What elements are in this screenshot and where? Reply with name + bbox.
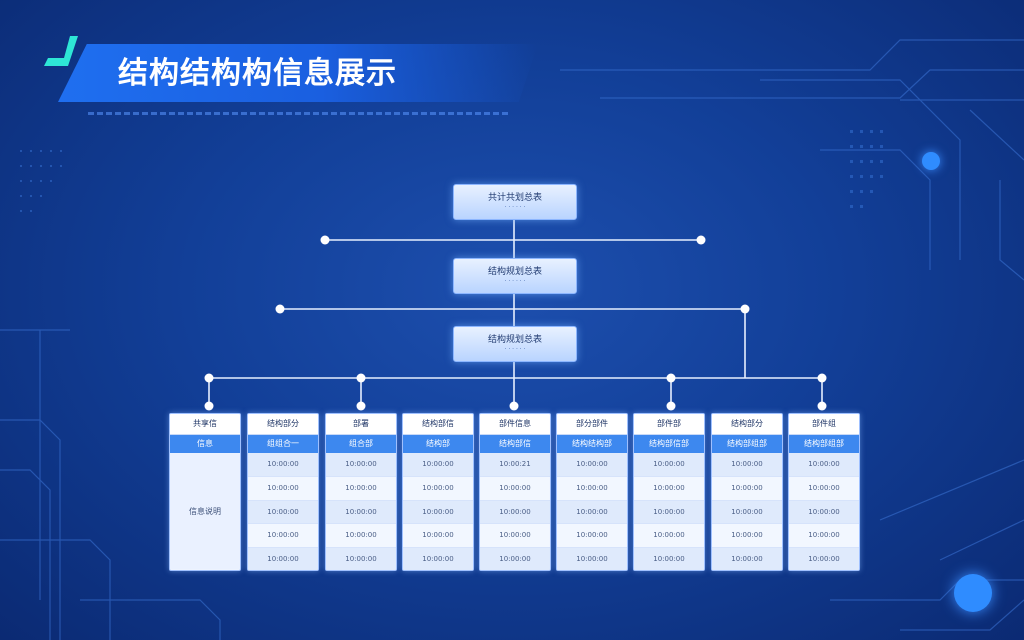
column-row: 10:00:00 xyxy=(326,476,396,501)
decor-dot-bottom-right xyxy=(954,574,992,612)
column-row: 10:00:00 xyxy=(326,548,396,570)
column-subheader: 组组合一 xyxy=(248,435,318,453)
info-column-3[interactable]: 结构部信 结构部 10:00:00 10:00:00 10:00:00 10:0… xyxy=(402,413,474,571)
column-row: 10:00:00 xyxy=(634,524,704,549)
column-row: 10:00:00 xyxy=(789,548,859,570)
column-row: 10:00:00 xyxy=(557,453,627,477)
title-accent-icon xyxy=(44,36,78,66)
info-column-4[interactable]: 部件信息 结构部信 10:00:21 10:00:00 10:00:00 10:… xyxy=(479,413,551,571)
hierarchy-node-level-2[interactable]: 结构规划总表 · · · · · · xyxy=(453,258,577,294)
connector-dot xyxy=(356,401,366,411)
column-row: 10:00:00 xyxy=(248,524,318,549)
info-column-6[interactable]: 部件部 结构部信部 10:00:00 10:00:00 10:00:00 10:… xyxy=(633,413,705,571)
column-row: 10:00:00 xyxy=(712,524,782,549)
connector-dot xyxy=(817,401,827,411)
column-row: 10:00:00 xyxy=(634,453,704,477)
column-header: 部件部 xyxy=(634,414,704,435)
column-row: 10:00:00 xyxy=(712,476,782,501)
column-row: 10:00:00 xyxy=(634,476,704,501)
column-header: 部件信息 xyxy=(480,414,550,435)
column-subheader: 结构结构部 xyxy=(557,435,627,453)
column-header: 部署 xyxy=(326,414,396,435)
node-subtitle: · · · · · · xyxy=(504,203,526,211)
node-title: 共计共划总表 xyxy=(487,192,542,203)
column-row: 10:00:00 xyxy=(403,500,473,525)
connector-dot xyxy=(275,304,285,314)
connector-dot xyxy=(204,401,214,411)
column-row: 10:00:00 xyxy=(480,524,550,549)
column-header: 结构部分 xyxy=(712,414,782,435)
title-underline xyxy=(88,112,508,115)
column-row: 10:00:00 xyxy=(403,476,473,501)
column-row: 10:00:00 xyxy=(557,524,627,549)
column-row: 10:00:21 xyxy=(480,453,550,477)
column-header: 结构部信 xyxy=(403,414,473,435)
column-row: 10:00:00 xyxy=(403,548,473,570)
connector-dot xyxy=(696,235,706,245)
node-title: 结构规划总表 xyxy=(487,334,542,345)
column-row: 10:00:00 xyxy=(712,453,782,477)
column-row: 10:00:00 xyxy=(557,548,627,570)
connector-dot xyxy=(740,304,750,314)
info-column-8[interactable]: 部件组 结构部组部 10:00:00 10:00:00 10:00:00 10:… xyxy=(788,413,860,571)
node-subtitle: · · · · · · xyxy=(504,345,526,353)
column-header: 部件组 xyxy=(789,414,859,435)
column-subheader: 结构部信 xyxy=(480,435,550,453)
column-row: 10:00:00 xyxy=(248,476,318,501)
column-subheader: 结构部组部 xyxy=(789,435,859,453)
connector-dot xyxy=(204,373,214,383)
column-row: 10:00:00 xyxy=(248,500,318,525)
connector-dot xyxy=(320,235,330,245)
info-column-1[interactable]: 结构部分 组组合一 10:00:00 10:00:00 10:00:00 10:… xyxy=(247,413,319,571)
page-title: 结构结构构信息展示 xyxy=(118,56,397,91)
column-header: 共享信 xyxy=(170,414,240,435)
column-subheader: 结构部 xyxy=(403,435,473,453)
column-description: 信息说明 xyxy=(170,453,240,569)
column-row: 10:00:00 xyxy=(248,453,318,477)
decor-dot-top-right xyxy=(922,152,940,170)
column-row: 10:00:00 xyxy=(248,548,318,570)
column-row: 10:00:00 xyxy=(634,500,704,525)
connector-dot xyxy=(817,373,827,383)
title-banner xyxy=(58,44,538,102)
column-row: 10:00:00 xyxy=(712,548,782,570)
column-row: 10:00:00 xyxy=(712,500,782,525)
column-row: 10:00:00 xyxy=(326,453,396,477)
column-row: 10:00:00 xyxy=(480,548,550,570)
info-column-5[interactable]: 部分部件 结构结构部 10:00:00 10:00:00 10:00:00 10… xyxy=(556,413,628,571)
column-row: 10:00:00 xyxy=(326,500,396,525)
connector-dot xyxy=(666,401,676,411)
column-subheader: 结构部组部 xyxy=(712,435,782,453)
column-row: 10:00:00 xyxy=(789,476,859,501)
column-row: 10:00:00 xyxy=(403,453,473,477)
column-header: 结构部分 xyxy=(248,414,318,435)
hierarchy-node-level-3[interactable]: 结构规划总表 · · · · · · xyxy=(453,326,577,362)
column-row: 10:00:00 xyxy=(557,476,627,501)
column-row: 10:00:00 xyxy=(789,453,859,477)
info-column-2[interactable]: 部署 组合部 10:00:00 10:00:00 10:00:00 10:00:… xyxy=(325,413,397,571)
column-row: 10:00:00 xyxy=(789,500,859,525)
column-row: 10:00:00 xyxy=(480,500,550,525)
node-title: 结构规划总表 xyxy=(487,266,542,277)
info-column-7[interactable]: 结构部分 结构部组部 10:00:00 10:00:00 10:00:00 10… xyxy=(711,413,783,571)
column-header: 部分部件 xyxy=(557,414,627,435)
column-subheader: 结构部信部 xyxy=(634,435,704,453)
column-subheader: 信息 xyxy=(170,435,240,453)
column-row: 10:00:00 xyxy=(326,524,396,549)
node-subtitle: · · · · · · xyxy=(504,277,526,285)
connector-dot xyxy=(356,373,366,383)
column-row: 10:00:00 xyxy=(557,500,627,525)
column-row: 10:00:00 xyxy=(480,476,550,501)
column-subheader: 组合部 xyxy=(326,435,396,453)
column-row: 10:00:00 xyxy=(403,524,473,549)
column-row: 10:00:00 xyxy=(789,524,859,549)
column-row: 10:00:00 xyxy=(634,548,704,570)
connector-dot xyxy=(666,373,676,383)
info-column-0[interactable]: 共享信 信息 信息说明 xyxy=(169,413,241,571)
hierarchy-node-level-1[interactable]: 共计共划总表 · · · · · · xyxy=(453,184,577,220)
connector-dot xyxy=(509,401,519,411)
